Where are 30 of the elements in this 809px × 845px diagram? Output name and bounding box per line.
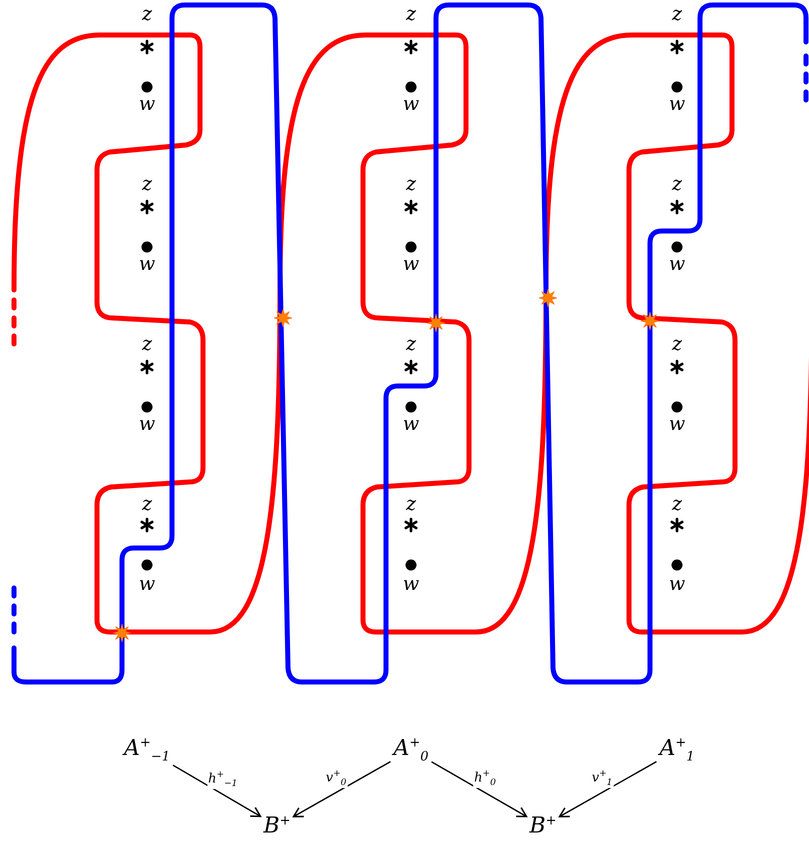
variable-label: w [402, 575, 420, 594]
variable-label: z [406, 335, 416, 354]
variable-label: w [668, 575, 686, 594]
math-label: B$^{+}$ [529, 814, 557, 838]
variable-label: z [672, 5, 682, 24]
variable-label: z [142, 335, 152, 354]
variable-label: w [138, 255, 156, 274]
variable-label: w [402, 415, 420, 434]
variable-label: z [142, 5, 152, 24]
variable-label: w [138, 575, 156, 594]
variable-label: w [138, 95, 156, 114]
variable-label: z [406, 5, 416, 24]
variable-label: w [668, 255, 686, 274]
variable-label: w [402, 95, 420, 114]
variable-label: z [672, 495, 682, 514]
variable-label: z [672, 175, 682, 194]
variable-label: z [672, 335, 682, 354]
variable-label: z [142, 495, 152, 514]
arrow [172, 764, 262, 818]
variable-label: w [668, 95, 686, 114]
variable-label: w [668, 415, 686, 434]
arrow [292, 761, 391, 818]
variable-label: z [142, 175, 152, 194]
math-label: B$^{+}$ [263, 814, 291, 838]
arrow [558, 761, 657, 818]
variable-label: w [138, 415, 156, 434]
variable-label: z [406, 495, 416, 514]
arrow [431, 761, 528, 818]
variable-label: z [406, 175, 416, 194]
variable-label: w [402, 255, 420, 274]
